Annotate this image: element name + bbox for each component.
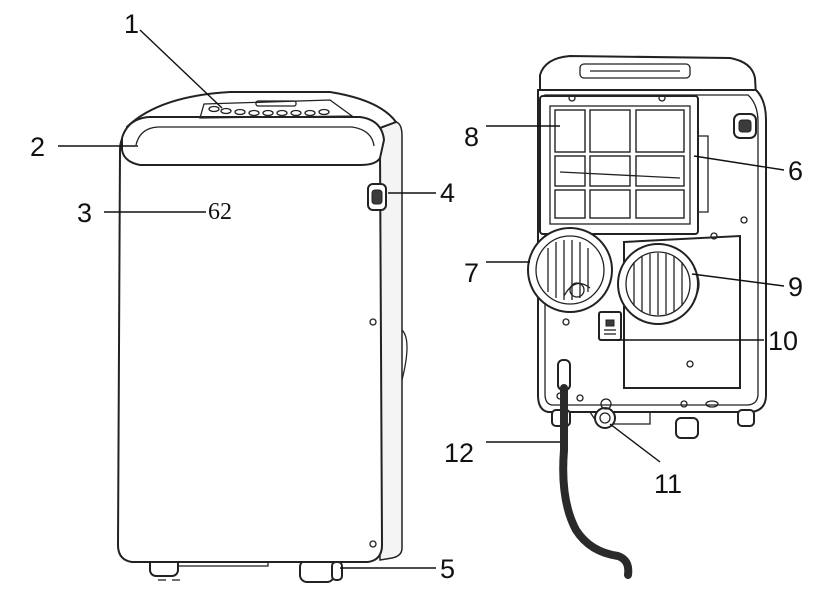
callout-1: 1 [124, 9, 139, 39]
front-unit-rim [121, 116, 386, 166]
callout-10: 10 [768, 326, 798, 356]
callout-7: 7 [464, 258, 479, 288]
front-unit-body [116, 125, 384, 563]
callout-8: 8 [464, 122, 479, 152]
back-control-panel [579, 63, 691, 79]
power-socket-label [598, 311, 622, 341]
callout-9: 9 [788, 272, 803, 302]
callout-labels: 1 2 3 4 5 6 7 8 9 10 11 12 [30, 9, 803, 584]
front-display-value: 62 [208, 199, 232, 225]
leader-1 [139, 29, 223, 109]
callout-12: 12 [444, 438, 474, 468]
lower-filter-panel [617, 234, 741, 389]
leader-lines [58, 29, 785, 569]
leader-6 [693, 155, 785, 171]
callout-2: 2 [30, 132, 45, 162]
callout-3: 3 [77, 198, 92, 228]
back-unit-top-cap [539, 54, 758, 97]
drain-valve [594, 398, 616, 429]
callout-5: 5 [440, 554, 455, 584]
back-unit [527, 54, 767, 579]
callout-4: 4 [440, 178, 455, 208]
back-unit-wheels [551, 409, 755, 439]
callout-11: 11 [654, 469, 682, 499]
exhaust-port [527, 227, 613, 313]
drain-hose [557, 359, 633, 579]
callout-6: 6 [788, 156, 803, 186]
leader-11 [609, 423, 661, 463]
leader-9 [691, 273, 785, 287]
upper-filter-grille [539, 95, 699, 235]
front-unit: 62 [116, 91, 408, 583]
front-control-panel [199, 99, 354, 119]
